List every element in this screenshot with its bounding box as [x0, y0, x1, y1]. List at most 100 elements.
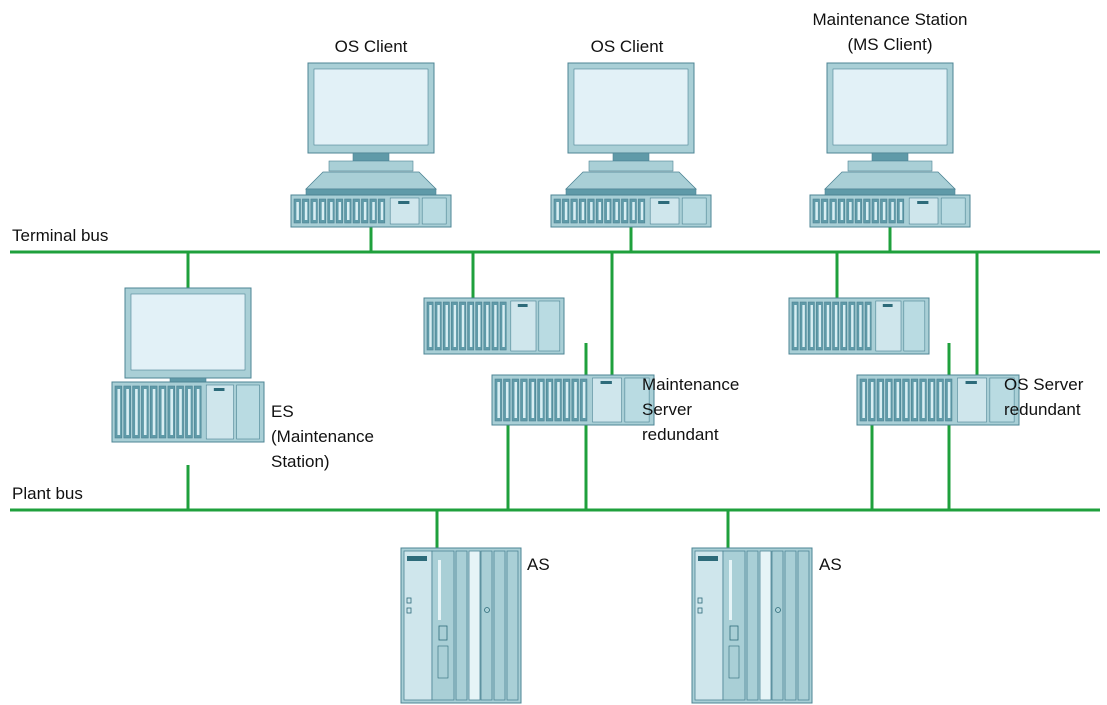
drive-bay-highlight	[794, 305, 797, 347]
drive-bay-highlight	[888, 382, 891, 418]
side-panel	[989, 377, 1015, 423]
power-supply-module	[403, 550, 433, 701]
side-panel	[538, 300, 561, 352]
drive-bay-highlight	[834, 305, 838, 347]
status-led	[697, 607, 703, 614]
drive-bay-highlight	[313, 202, 316, 220]
drive-bay-highlight	[606, 202, 610, 220]
cpu-key	[729, 625, 739, 641]
drive-bay-highlight	[296, 202, 299, 220]
io-module	[784, 550, 797, 701]
drive-bay-highlight	[372, 202, 375, 220]
drive-bay-highlight	[826, 305, 830, 347]
front-panel	[205, 384, 234, 440]
drive-bay-highlight	[497, 382, 500, 418]
drive-bay-highlight	[859, 305, 862, 347]
drive-bay-highlight	[640, 202, 644, 220]
drive-bay-highlight	[556, 202, 559, 220]
front-panel	[592, 377, 622, 423]
side-panel	[681, 197, 707, 225]
side-panel	[940, 197, 966, 225]
drive-bay-highlight	[179, 389, 182, 435]
drive-bay-highlight	[486, 305, 489, 347]
drive-bay-highlight	[514, 382, 518, 418]
pc-chassis	[809, 194, 971, 228]
drive-bay-highlight	[505, 382, 509, 418]
drive-bay-highlight	[117, 389, 121, 435]
plant-bus-label: Plant bus	[12, 484, 83, 503]
drive-bay-highlight	[461, 305, 465, 347]
drive-bay-highlight	[548, 382, 552, 418]
os-client-1-workstation	[290, 62, 452, 228]
cpu-display	[729, 560, 732, 620]
front-panel	[875, 300, 902, 352]
drive-bay-highlight	[891, 202, 894, 220]
io-module	[506, 550, 519, 701]
drive-bay-highlight	[849, 202, 852, 220]
drive-bay-highlight	[574, 382, 577, 418]
power-led	[213, 388, 225, 391]
power-led	[398, 201, 410, 204]
drive-bay-highlight	[802, 305, 805, 347]
drive-bay-highlight	[321, 202, 325, 220]
power-led	[882, 304, 893, 307]
io-module	[493, 550, 506, 701]
bus-lines	[10, 250, 1100, 512]
drive-bay-highlight	[170, 389, 174, 435]
pc-chassis	[550, 194, 712, 228]
os-client-2-workstation	[550, 62, 712, 228]
drive-bay-highlight	[380, 202, 384, 220]
drive-bay-highlight	[540, 382, 543, 418]
drive-bay-highlight	[851, 305, 854, 347]
cpu-module	[431, 550, 455, 701]
cpu-key	[438, 625, 448, 641]
drive-bay-highlight	[905, 382, 908, 418]
cpu-module	[722, 550, 746, 701]
power-supply-module	[694, 550, 724, 701]
drive-bay-highlight	[867, 305, 870, 347]
drive-bay-highlight	[939, 382, 942, 418]
monitor-stand	[352, 152, 390, 162]
drive-bay-highlight	[445, 305, 448, 347]
os-server-label-line-2: redundant	[1004, 400, 1081, 419]
io-indicator	[484, 607, 490, 613]
drive-bay-highlight	[161, 389, 165, 435]
monitor-screen	[313, 68, 429, 146]
es-label-line-2: (Maintenance	[271, 427, 374, 446]
monitor-stand	[612, 152, 650, 162]
es-label-line-1: ES	[271, 402, 294, 421]
maintenance-server-label-line-3: redundant	[642, 425, 719, 444]
power-led	[600, 381, 612, 384]
drive-bay-highlight	[187, 389, 191, 435]
monitor-base	[328, 160, 414, 172]
drive-bay-highlight	[879, 382, 883, 418]
drive-bay-highlight	[346, 202, 350, 220]
drive-bay-highlight	[437, 305, 440, 347]
drive-bay-highlight	[922, 382, 925, 418]
drive-bay-highlight	[363, 202, 367, 220]
drive-bay-highlight	[429, 305, 432, 347]
side-panel	[421, 197, 447, 225]
power-supply-led	[407, 556, 427, 561]
ms-client-label-line-2: (MS Client)	[847, 35, 932, 54]
terminal-bus-label: Terminal bus	[12, 226, 108, 245]
ms-client-label-line-1: Maintenance Station	[813, 10, 968, 29]
monitor-base	[847, 160, 933, 172]
power-led	[658, 201, 670, 204]
drive-bay-highlight	[913, 382, 917, 418]
io-module	[455, 550, 468, 701]
maintenance-station-client-workstation	[809, 62, 971, 228]
drive-bay-highlight	[598, 202, 602, 220]
drive-bay-highlight	[330, 202, 333, 220]
server-chassis-back	[491, 374, 655, 426]
drive-bay-highlight	[815, 202, 818, 220]
io-module	[797, 550, 810, 701]
io-module	[746, 550, 759, 701]
drive-bay-highlight	[565, 382, 569, 418]
drive-bay-highlight	[865, 202, 869, 220]
io-module	[771, 550, 784, 701]
bus-connectors	[186, 212, 979, 548]
drive-bay-highlight	[143, 389, 147, 435]
power-led	[517, 304, 528, 307]
